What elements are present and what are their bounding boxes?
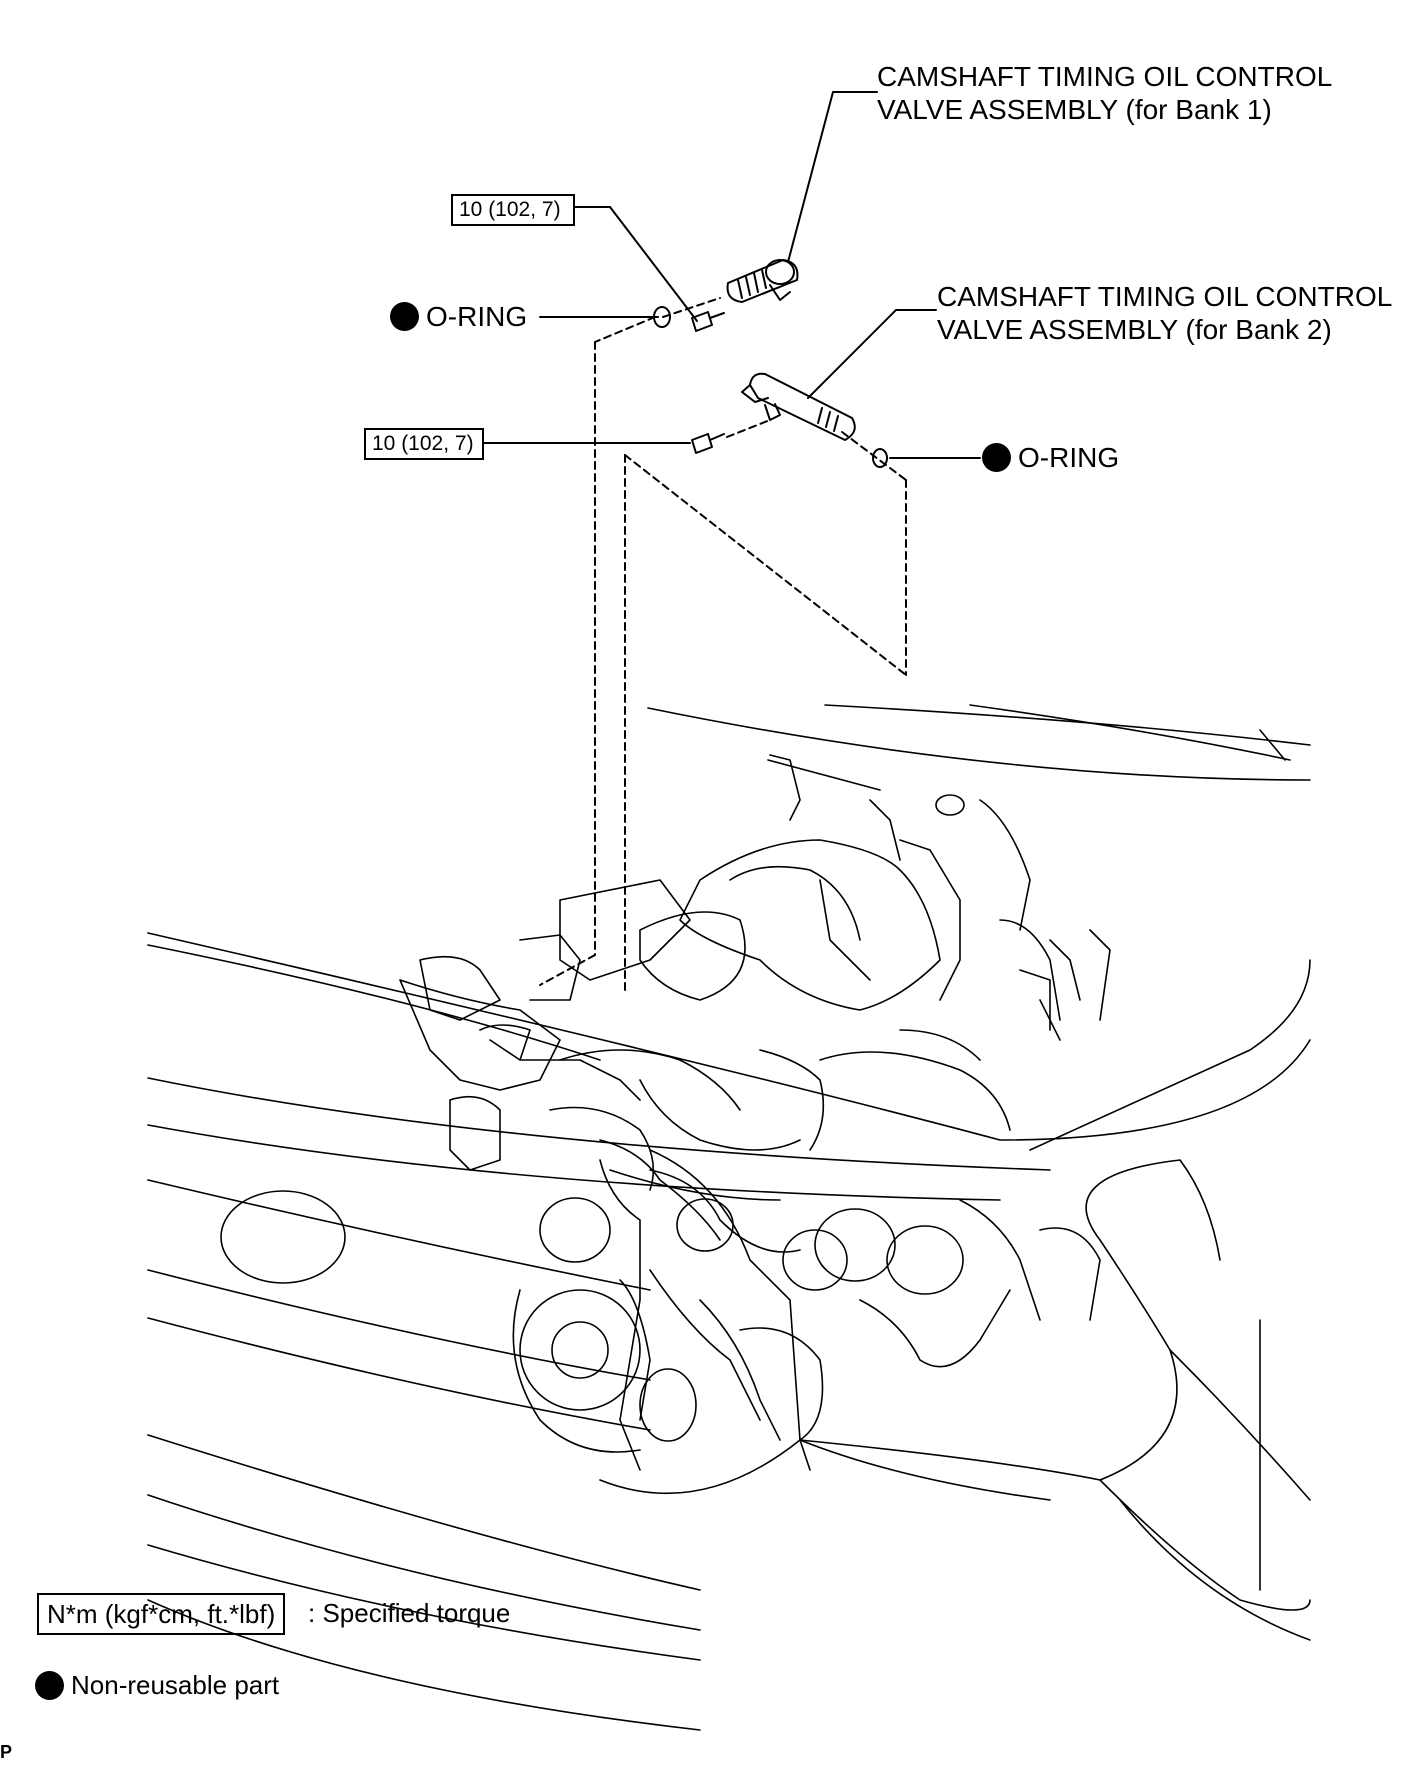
alignment-dashes: [539, 297, 907, 996]
fog-lamp: [220, 1190, 346, 1284]
corner-mark: P: [0, 1742, 13, 1762]
oring-bank2: [872, 448, 888, 468]
bank2-valve-part: [741, 372, 856, 441]
leader-lines: [483, 91, 981, 459]
bank1-valve-part: [726, 259, 799, 303]
torque-legend-text: : Specified torque: [308, 1598, 511, 1628]
nonreusable-legend: Non-reusable part: [35, 1669, 279, 1702]
bank2-valve-label: CAMSHAFT TIMING OIL CONTROL VALVE ASSEMB…: [937, 281, 1393, 345]
torque-legend-box: N*m (kgf*cm, ft.*lbf): [37, 1593, 286, 1635]
non-reusable-dot-icon: [390, 302, 419, 332]
engine-assembly: [399, 754, 1111, 1471]
bank1-valve-label: CAMSHAFT TIMING OIL CONTROL VALVE ASSEMB…: [877, 61, 1333, 125]
non-reusable-dot-icon: [35, 1670, 64, 1700]
oring-left-label: O-RING: [390, 300, 527, 333]
oring-bank1: [653, 306, 671, 328]
bolt-bank2: [691, 433, 725, 454]
torque-box-lower: 10 (102, 7): [364, 428, 484, 460]
vehicle-body-outline: [147, 704, 1311, 1731]
torque-box-upper: 10 (102, 7): [451, 194, 575, 226]
oring-right-label: O-RING: [982, 441, 1119, 474]
non-reusable-dot-icon: [982, 443, 1011, 473]
bolt-bank1: [691, 311, 725, 332]
